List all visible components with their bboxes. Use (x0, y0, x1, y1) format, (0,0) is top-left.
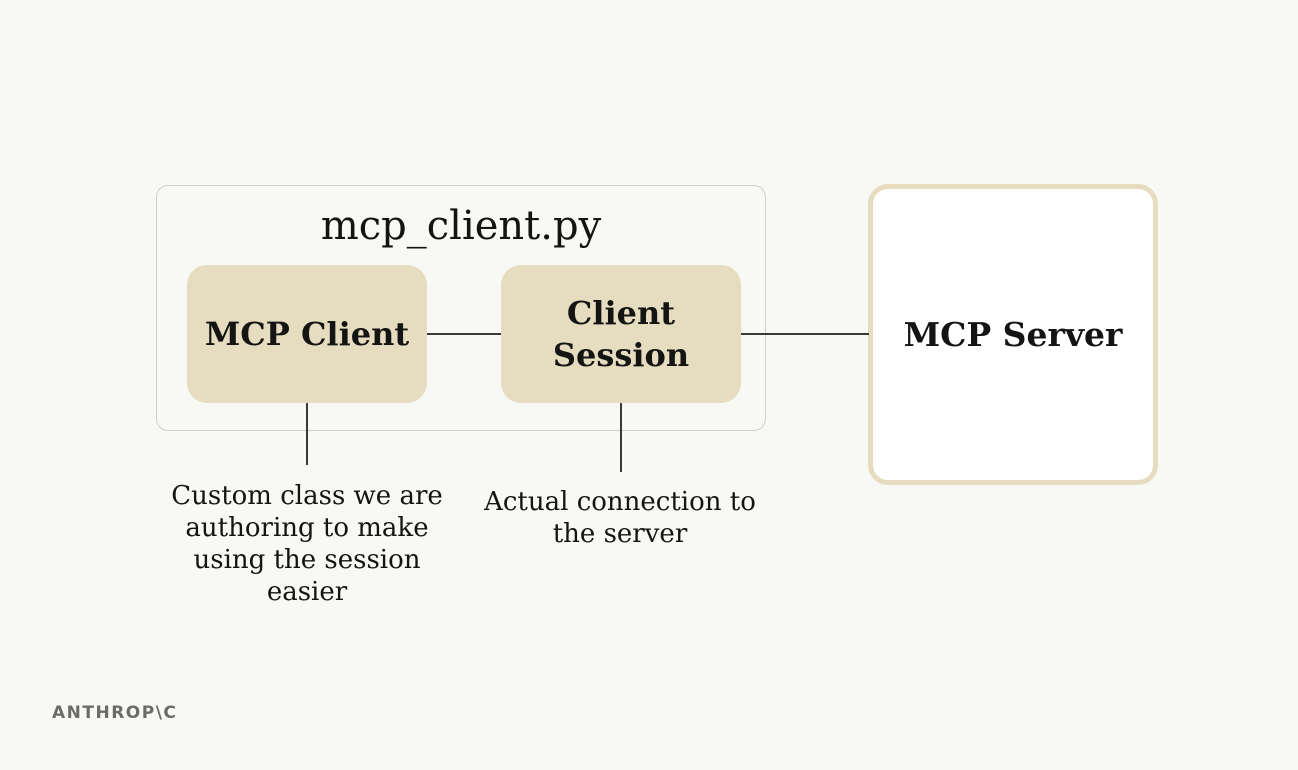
connector-client-to-session (427, 333, 501, 335)
mcp-server-node[interactable]: MCP Server (868, 184, 1158, 485)
file-container-mcp-client-py (156, 185, 766, 431)
mcp-client-node-label: MCP Client (204, 315, 410, 353)
mcp-client-node[interactable]: MCP Client (187, 265, 427, 403)
callout-line-mcp-client (306, 403, 308, 465)
annotation-client-session: Actual connection to the server (484, 487, 756, 549)
client-session-node-label: Client Session (552, 294, 690, 374)
client-session-node[interactable]: Client Session (501, 265, 741, 403)
connector-session-to-server (741, 333, 869, 335)
annotation-mcp-client: Custom class we are authoring to make us… (171, 481, 443, 607)
callout-line-client-session (620, 403, 622, 472)
anthropic-logo: ANTHROP\C (52, 703, 178, 723)
file-label: mcp_client.py (320, 203, 602, 249)
mcp-server-node-label: MCP Server (903, 315, 1123, 354)
